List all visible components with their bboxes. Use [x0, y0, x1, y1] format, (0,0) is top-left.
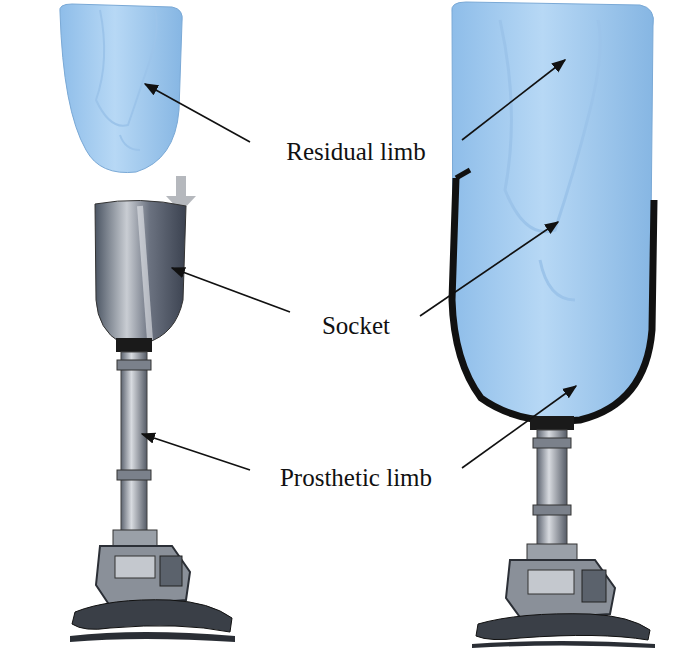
socket-left [95, 200, 186, 352]
part-label: Socket [322, 312, 390, 340]
residual-limb-right [452, 2, 654, 419]
residual-limb-left [60, 4, 183, 173]
leader-lines [142, 60, 576, 470]
part-label: Residual limb [286, 138, 426, 166]
prosthetic-limb-left [70, 352, 235, 642]
part-label: Prosthetic limb [280, 464, 432, 492]
prosthetic-limb-right [472, 430, 655, 648]
socket-right [452, 170, 654, 430]
